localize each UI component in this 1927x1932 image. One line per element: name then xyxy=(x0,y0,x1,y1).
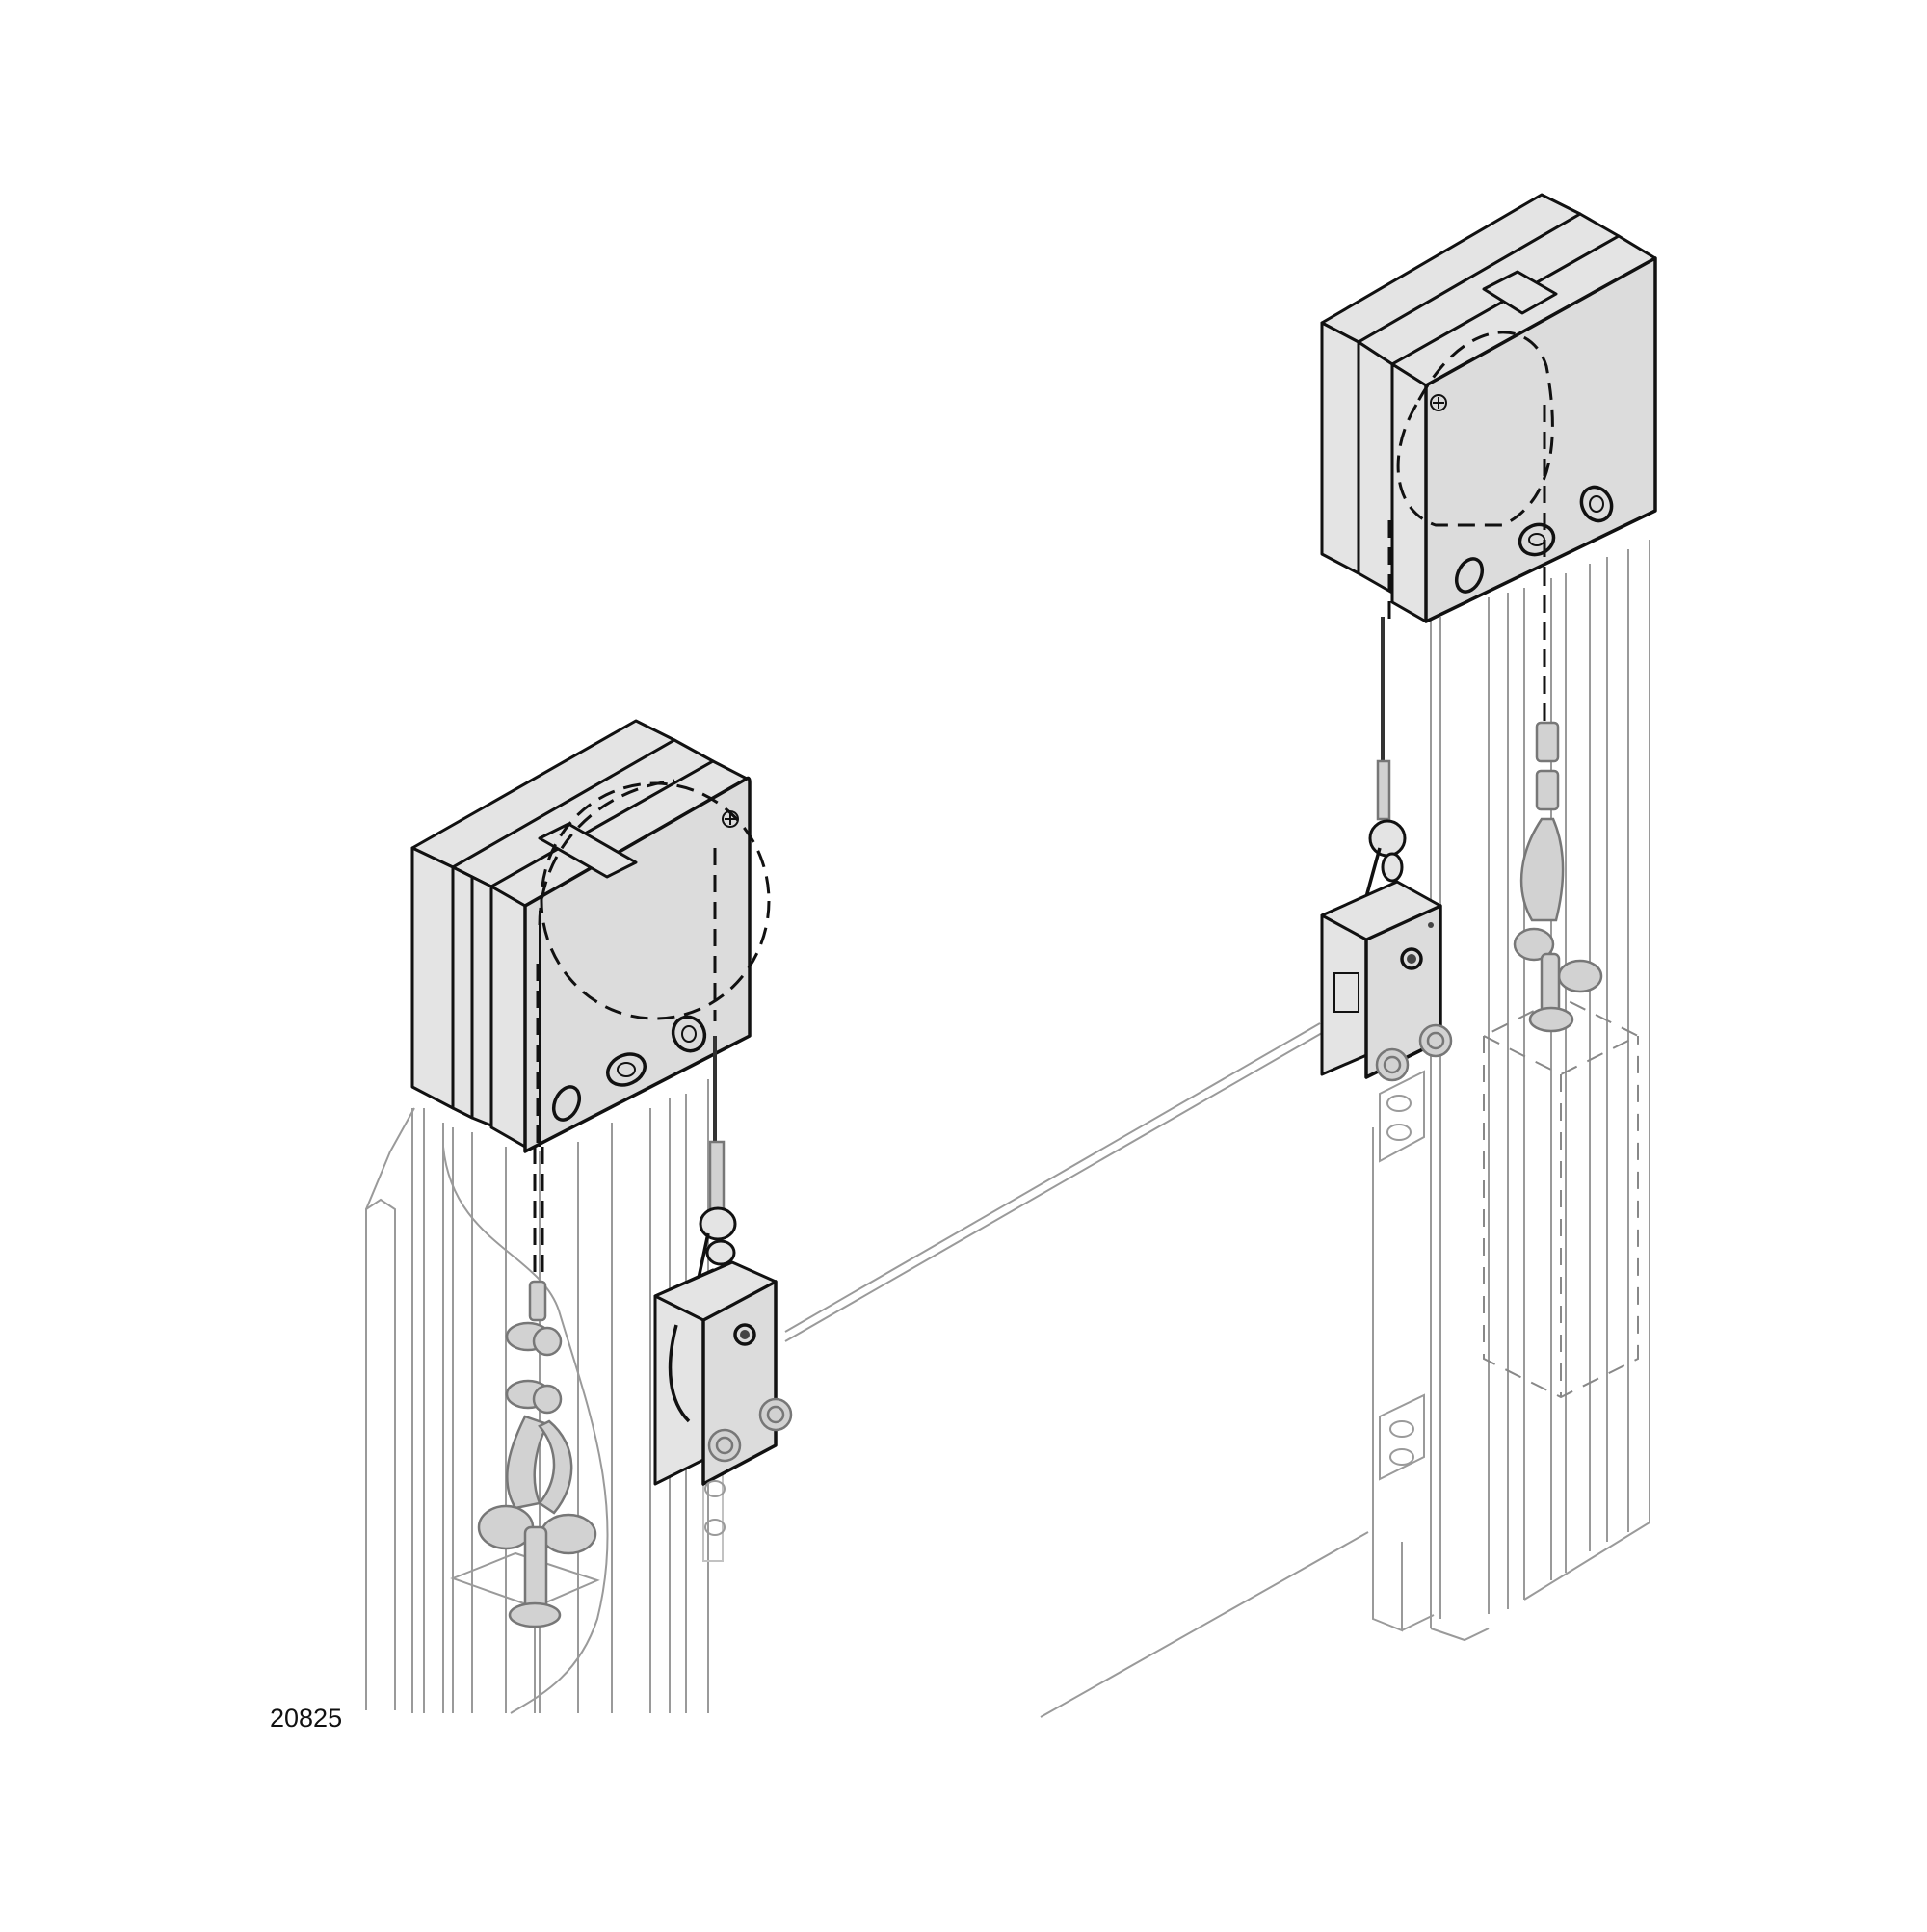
right-carriage xyxy=(1320,617,1453,1082)
left-counterweight-shackle xyxy=(477,1147,597,1628)
figure-number: 20825 xyxy=(270,1704,343,1733)
right-counterweight-shackle xyxy=(1513,569,1603,1033)
right-post xyxy=(1379,540,1650,1642)
left-balancer-housing xyxy=(410,719,771,1153)
right-balancer-housing xyxy=(1320,193,1657,623)
left-carriage xyxy=(653,1036,793,1536)
door-panel xyxy=(784,1022,1435,1718)
